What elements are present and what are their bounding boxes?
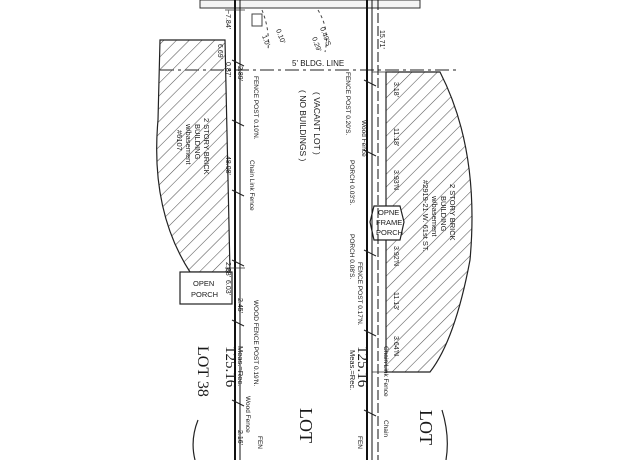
frame-porch-label-3: PORCH [376, 228, 403, 237]
lot-mid-label: LOT [296, 408, 316, 443]
dim-4808: 48.08' [224, 156, 231, 175]
vacant-lot-text-1: ( VACANT LOT ) [312, 92, 322, 155]
chain-bottom-label: Chain [382, 420, 389, 437]
fence-bottom-left: FEN [256, 436, 263, 449]
dim-288: 2.88' [224, 262, 231, 277]
lot-right-label: LOT [416, 410, 436, 445]
right-building-label-2: BUILDING [439, 196, 448, 232]
dim-393: 3.93'N [392, 170, 399, 190]
street-strip [199, 0, 421, 9]
dim-669: 6.69' [216, 44, 223, 59]
dim-top-b: 1.0' [260, 34, 270, 47]
left-building-label-3: w/basement [184, 123, 193, 165]
open-porch [179, 271, 233, 305]
left-building-label-2: BUILDING [193, 124, 202, 160]
dim-1571: 15.71' [378, 30, 385, 49]
dim-364: 3.64'N [392, 336, 399, 356]
dim-392: 3.92'N [392, 246, 399, 266]
dim-784: ~7.84' [224, 10, 231, 29]
dim-289: 2.89' [236, 66, 243, 81]
porch-003-label: PORCH 0.03'S. [348, 160, 355, 206]
fence-bottom-right: FEN [356, 436, 363, 449]
frame-porch-label-2: FRAME [376, 218, 402, 227]
right-building-label-3: w/basement [430, 195, 439, 237]
fence-post-left-top: FENCE POST 0.10'N. [252, 76, 259, 140]
right-building-label-1: 2 STORY BRICK [448, 184, 457, 241]
dim-318: 3.18' [392, 82, 399, 97]
chain-link-left: Chain Link Fence [248, 160, 255, 211]
right-building-label-4: #2919-21 W. 61st ST. [421, 180, 430, 252]
open-porch-label-1: OPEN [193, 279, 214, 288]
meas-rec-right: Meas.=Rec. [348, 350, 357, 390]
length-right: 125.16 [354, 346, 370, 388]
top-box [251, 13, 263, 27]
dimension-ticks [225, 9, 392, 373]
fence-marks-right [363, 79, 377, 417]
left-building-label-4: #6107 [175, 130, 184, 151]
dim-1118: 11.18' [392, 128, 399, 146]
meas-rec-left: Meas.=Rec. [236, 346, 245, 386]
bldg-line-label: 5' BLDG. LINE [292, 59, 344, 68]
wood-fence-post-019-label: WOOD FENCE POST 0.19'N. [252, 300, 259, 387]
vacant-lot-text-2: ( NO BUILDINGS ) [298, 90, 308, 161]
wood-fence-top: Wood Fence [360, 120, 367, 157]
wood-fence-bottom: Wood Fence [244, 396, 251, 433]
fence-post-mid-top: FENCE POST 0.20'S. [344, 72, 351, 135]
dim-603: 6.03' [224, 280, 231, 295]
porch-008-label: PORCH 0.08'S. [348, 234, 355, 280]
dim-087: 0.87' [224, 62, 231, 77]
dim-245: 2.45' [236, 298, 243, 313]
fence-post-017-label: FENCE POST 0.17'N. [356, 262, 363, 326]
dim-top-a: 0.10' [274, 28, 286, 44]
dim-top-d: 0.29' [310, 36, 322, 52]
open-porch-label-2: PORCH [191, 290, 218, 299]
dim-1113: 11.13' [392, 292, 399, 310]
chain-link-right: Chain Link Fence [382, 346, 389, 397]
lower-curve-right [441, 409, 448, 460]
length-left: 125.16 [222, 346, 238, 388]
lot-38-label: LOT 38 [194, 346, 211, 397]
left-building-label-1: 2 STORY BRICK [202, 118, 211, 175]
lower-curve-left [192, 419, 199, 460]
top-curve-left [261, 9, 269, 51]
fence-marks-left [231, 59, 245, 407]
dim-216: 2.16' [236, 430, 243, 445]
frame-porch-label-1: OPNE [378, 208, 399, 217]
right-building [385, 71, 473, 373]
